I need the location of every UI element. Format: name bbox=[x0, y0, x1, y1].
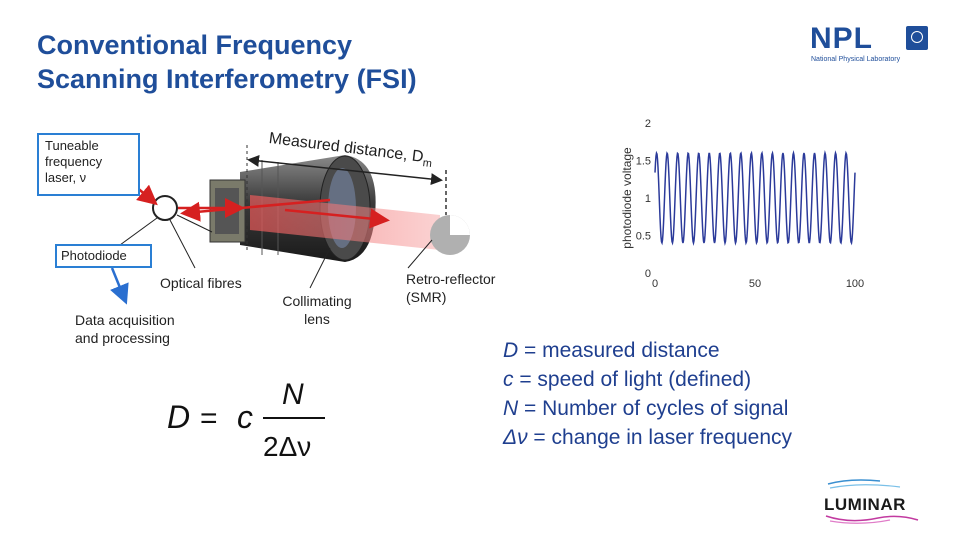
title-line-1: Conventional Frequency bbox=[37, 30, 353, 60]
optical-fibres-label: Optical fibres bbox=[160, 275, 242, 291]
y-tick-label: 1.5 bbox=[636, 156, 651, 168]
retro-label-line-1: Retro-reflector bbox=[406, 271, 496, 287]
photodiode-coupler-icon bbox=[152, 195, 178, 221]
slide-title: Conventional Frequency Scanning Interfer… bbox=[37, 28, 417, 96]
y-tick-label: 0.5 bbox=[636, 231, 651, 243]
daq-label-line-1: Data acquisition bbox=[75, 312, 175, 328]
collimating-label-line-2: lens bbox=[304, 311, 330, 327]
signal-line bbox=[654, 150, 856, 246]
npl-crest-icon bbox=[906, 26, 928, 50]
collimating-label-line-1: Collimating bbox=[282, 293, 352, 309]
collimating-lens-label: Collimating lens bbox=[276, 292, 358, 328]
laser-label-line-3: laser, ν bbox=[45, 170, 87, 185]
retro-reflector bbox=[430, 215, 470, 255]
measured-distance-subscript: m bbox=[422, 157, 433, 171]
luminar-logo: LUMINAR bbox=[824, 479, 919, 524]
definition-d-text: = measured distance bbox=[518, 339, 720, 362]
outgoing-beam-arrow bbox=[284, 208, 390, 229]
y-tick-label: 2 bbox=[645, 118, 651, 130]
daq-label: Data acquisition and processing bbox=[75, 311, 175, 347]
npl-logo-subtitle: National Physical Laboratory bbox=[811, 56, 901, 63]
laser-label-line-2: frequency bbox=[45, 154, 103, 169]
definition-c-symbol: c bbox=[503, 368, 514, 391]
y-tick-label: 1 bbox=[645, 193, 651, 205]
distance-arrow bbox=[247, 154, 443, 186]
definition-n-text: = Number of cycles of signal bbox=[518, 397, 789, 420]
return-beam-arrow bbox=[180, 198, 331, 222]
formula-denominator: 2Δν bbox=[263, 431, 311, 462]
formula-lhs: D bbox=[167, 399, 190, 435]
tuneable-laser-box: Tuneable frequency laser, ν bbox=[37, 133, 140, 196]
y-axis-label: photodiode voltage bbox=[620, 147, 634, 249]
photodiode-signal-chart: 00.511.52050100sample numberphotodiode v… bbox=[620, 118, 864, 290]
daq-label-line-2: and processing bbox=[75, 330, 170, 346]
laser-label-line-1: Tuneable bbox=[45, 138, 99, 153]
x-tick-label: 100 bbox=[846, 278, 864, 290]
definitions-list: D = measured distance c = speed of light… bbox=[503, 336, 792, 452]
title-line-2: Scanning Interferometry (FSI) bbox=[37, 64, 417, 94]
luminar-logo-text: LUMINAR bbox=[824, 495, 906, 514]
definition-delta-nu-text: = change in laser frequency bbox=[527, 426, 793, 449]
retro-label-line-2: (SMR) bbox=[406, 289, 447, 305]
photodiode-label: Photodiode bbox=[55, 244, 152, 268]
npl-logo: NPL National Physical Laboratory bbox=[810, 22, 930, 70]
definition-d-symbol: D bbox=[503, 339, 519, 362]
formula-equals: = bbox=[200, 402, 218, 435]
definition-delta-nu: Δν = change in laser frequency bbox=[503, 423, 792, 452]
fsi-formula: D = c N 2Δν bbox=[167, 378, 325, 462]
laser-beam bbox=[250, 195, 440, 250]
formula-c: c bbox=[237, 399, 253, 435]
definition-d: D = measured distance bbox=[503, 336, 792, 365]
definition-n-symbol: N bbox=[503, 397, 519, 420]
definition-c: c = speed of light (defined) bbox=[503, 365, 792, 394]
definition-delta-nu-symbol: Δν bbox=[503, 426, 528, 449]
y-tick-label: 0 bbox=[645, 268, 651, 280]
x-tick-label: 0 bbox=[652, 278, 658, 290]
formula-numerator: N bbox=[282, 378, 304, 411]
coupler-to-collimator-fibre bbox=[176, 214, 213, 233]
x-tick-label: 50 bbox=[749, 278, 761, 290]
definition-n: N = Number of cycles of signal bbox=[503, 394, 792, 423]
npl-logo-text: NPL bbox=[810, 22, 873, 55]
photodiode-to-daq-arrow bbox=[110, 267, 129, 305]
retro-reflector-label: Retro-reflector (SMR) bbox=[406, 270, 495, 306]
definition-c-text: = speed of light (defined) bbox=[513, 368, 752, 391]
